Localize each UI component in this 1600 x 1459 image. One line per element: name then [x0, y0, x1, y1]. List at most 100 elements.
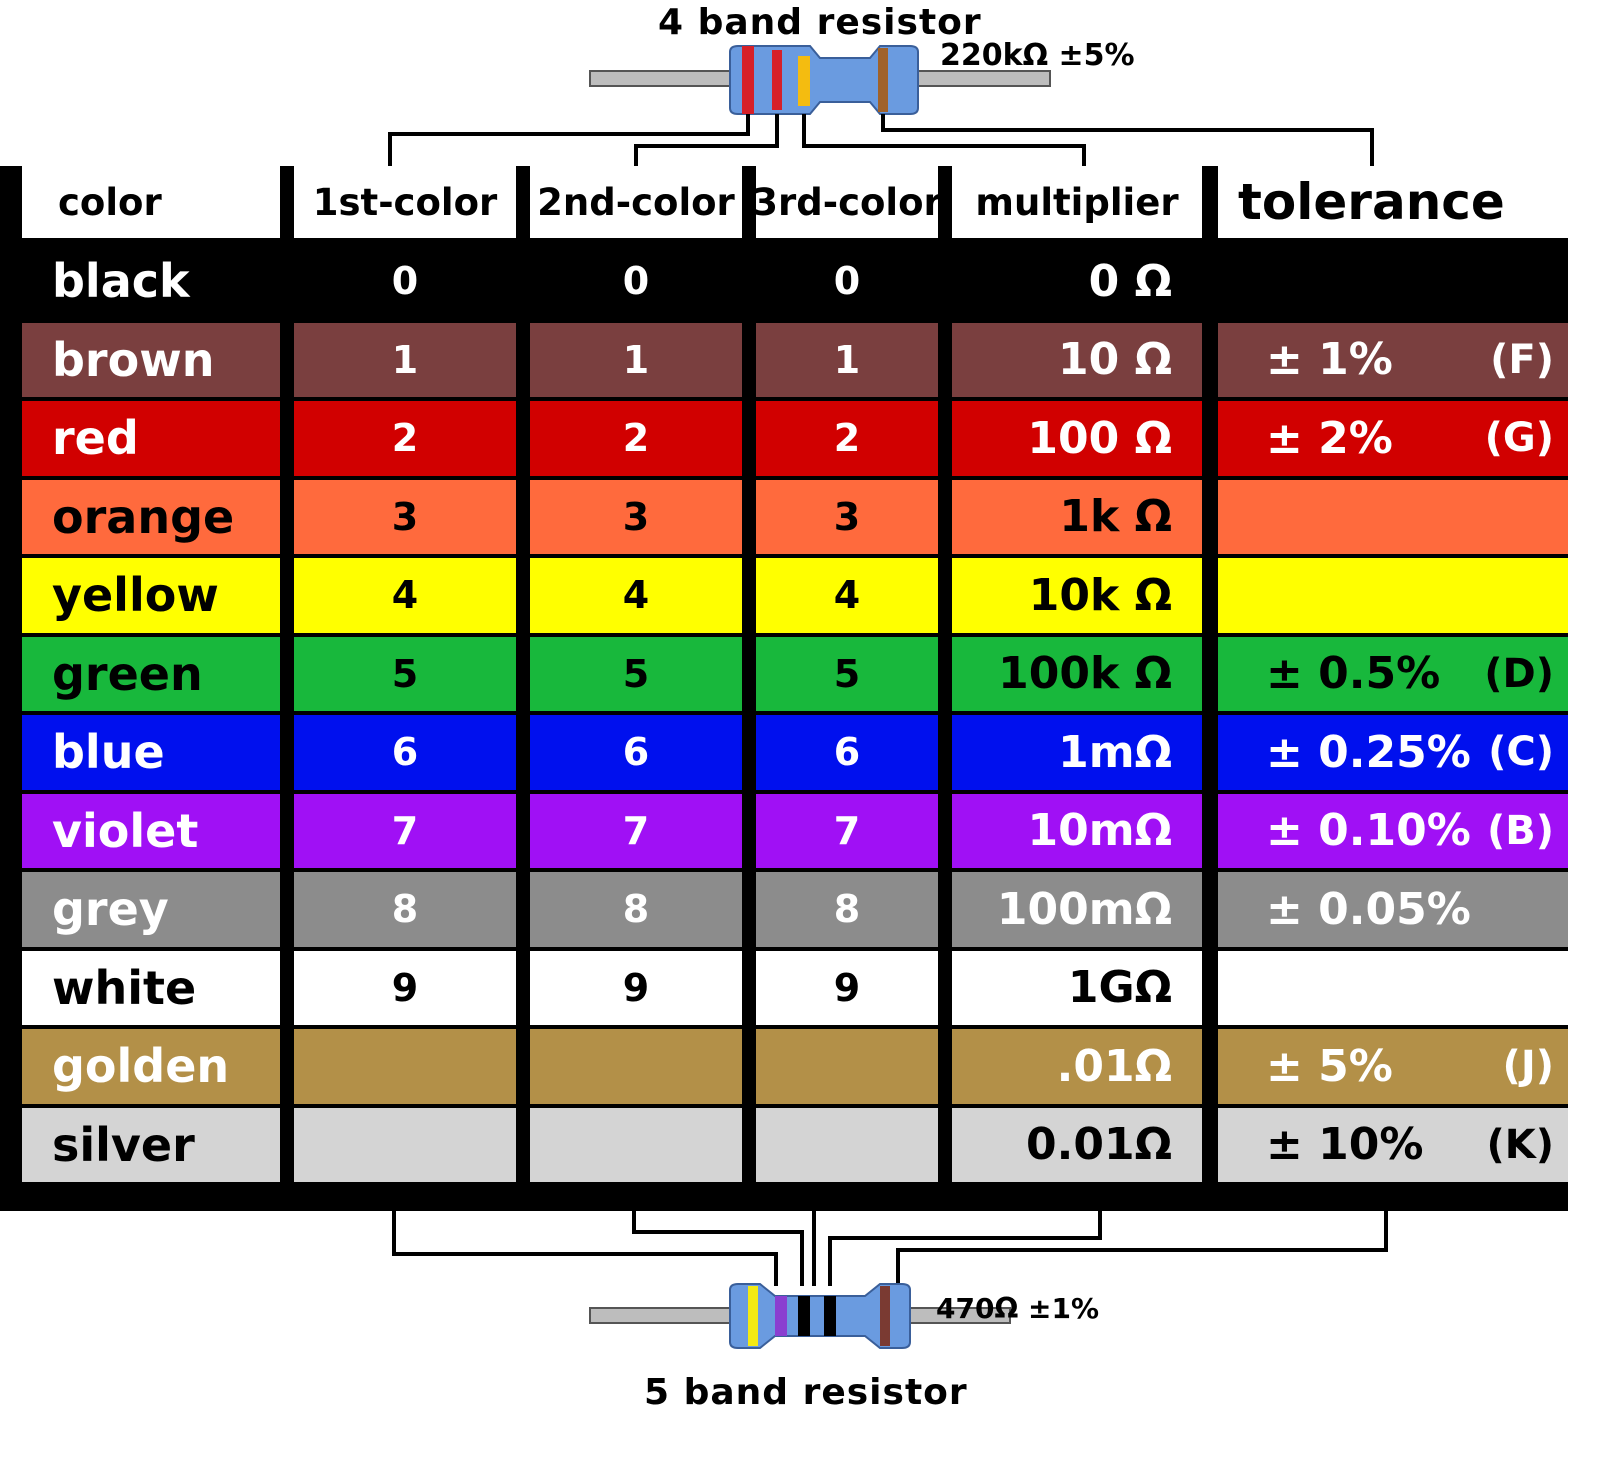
band-1	[742, 46, 754, 114]
tolerance-silver: ± 10% (K)	[1218, 1107, 1568, 1182]
tolerance-code: (B)	[1486, 807, 1554, 854]
tolerance-white	[1218, 950, 1568, 1025]
tolerance-orange	[1218, 479, 1568, 554]
first-digit-orange: 3	[294, 479, 516, 554]
first-digit-golden	[294, 1029, 516, 1104]
first-digit-white: 9	[294, 950, 516, 1025]
third-digit-golden	[756, 1029, 938, 1104]
band-2	[775, 1296, 787, 1336]
third-digit-yellow: 4	[756, 558, 938, 633]
five-band-resistor-value: 470Ω ±1%	[936, 1292, 1099, 1325]
third-digit-black: 0	[756, 244, 938, 319]
four-band-resistor-title: 4 band resistor	[658, 2, 982, 43]
tolerance-blue: ± 0.25% (C)	[1218, 715, 1568, 790]
first-digit-violet: 7	[294, 793, 516, 868]
third-digit-orange: 3	[756, 479, 938, 554]
bottom-connector-lines	[392, 1208, 1388, 1286]
multiplier-silver: 0.01Ω	[952, 1107, 1202, 1182]
second-digit-brown: 1	[530, 322, 742, 397]
tolerance-value: ± 1%	[1266, 334, 1393, 386]
tolerance-value: ± 0.10%	[1266, 805, 1471, 857]
second-digit-red: 2	[530, 401, 742, 476]
tolerance-value: ± 0.25%	[1266, 726, 1471, 778]
band-1	[748, 1286, 758, 1346]
multiplier-white: 1GΩ	[952, 950, 1202, 1025]
multiplier-orange: 1k Ω	[952, 479, 1202, 554]
color-name-violet: violet	[22, 793, 280, 868]
color-name-blue: blue	[22, 715, 280, 790]
tolerance-value: ± 0.5%	[1266, 648, 1441, 700]
color-name-brown: brown	[22, 322, 280, 397]
multiplier-blue: 1mΩ	[952, 715, 1202, 790]
tolerance-code: (C)	[1488, 729, 1554, 776]
header-tolerance: tolerance	[1218, 166, 1568, 238]
five-band-stripes	[748, 1286, 890, 1346]
four-band-resistor-value: 220kΩ ±5%	[940, 38, 1135, 73]
first-digit-grey: 8	[294, 872, 516, 947]
third-digit-green: 5	[756, 636, 938, 711]
band-2	[772, 50, 782, 110]
band-3	[798, 56, 810, 106]
first-digit-red: 2	[294, 401, 516, 476]
tolerance-green: ± 0.5% (D)	[1218, 636, 1568, 711]
first-digit-yellow: 4	[294, 558, 516, 633]
tolerance-code: (F)	[1490, 336, 1554, 383]
band-4	[878, 48, 888, 112]
first-digit-green: 5	[294, 636, 516, 711]
second-digit-grey: 8	[530, 872, 742, 947]
header-1st-color: 1st-color	[294, 166, 516, 238]
tolerance-value: ± 2%	[1266, 412, 1393, 464]
second-digit-white: 9	[530, 950, 742, 1025]
color-name-silver: silver	[22, 1107, 280, 1182]
third-digit-violet: 7	[756, 793, 938, 868]
first-digit-blue: 6	[294, 715, 516, 790]
second-digit-blue: 6	[530, 715, 742, 790]
third-digit-silver	[756, 1107, 938, 1182]
color-name-yellow: yellow	[22, 558, 280, 633]
tolerance-brown: ± 1% (F)	[1218, 322, 1568, 397]
header-color: color	[22, 166, 280, 238]
four-band-stripes	[742, 46, 888, 114]
third-digit-white: 9	[756, 950, 938, 1025]
header-multiplier: multiplier	[952, 166, 1202, 238]
tolerance-yellow	[1218, 558, 1568, 633]
multiplier-red: 100 Ω	[952, 401, 1202, 476]
header-2nd-color: 2nd-color	[530, 166, 742, 238]
color-name-green: green	[22, 636, 280, 711]
second-digit-golden	[530, 1029, 742, 1104]
tolerance-violet: ± 0.10% (B)	[1218, 793, 1568, 868]
multiplier-yellow: 10k Ω	[952, 558, 1202, 633]
tolerance-value: ± 0.05%	[1266, 883, 1471, 935]
second-digit-yellow: 4	[530, 558, 742, 633]
top-connector-lines	[388, 114, 1374, 166]
tolerance-code: (K)	[1486, 1121, 1554, 1168]
multiplier-violet: 10mΩ	[952, 793, 1202, 868]
second-digit-green: 5	[530, 636, 742, 711]
five-band-resistor-title: 5 band resistor	[644, 1372, 968, 1413]
tolerance-value: ± 10%	[1266, 1119, 1424, 1171]
header-3rd-color: 3rd-color	[752, 166, 942, 238]
first-digit-black: 0	[294, 244, 516, 319]
second-digit-black: 0	[530, 244, 742, 319]
color-name-grey: grey	[22, 872, 280, 947]
multiplier-brown: 10 Ω	[952, 322, 1202, 397]
tolerance-black	[1218, 244, 1568, 319]
tolerance-code: (D)	[1484, 650, 1554, 697]
color-name-red: red	[22, 401, 280, 476]
first-digit-brown: 1	[294, 322, 516, 397]
second-digit-orange: 3	[530, 479, 742, 554]
multiplier-green: 100k Ω	[952, 636, 1202, 711]
color-name-orange: orange	[22, 479, 280, 554]
third-digit-brown: 1	[756, 322, 938, 397]
color-name-black: black	[22, 244, 280, 319]
tolerance-code: (G)	[1484, 415, 1554, 462]
color-name-white: white	[22, 950, 280, 1025]
tolerance-code: (J)	[1502, 1043, 1554, 1090]
second-digit-silver	[530, 1107, 742, 1182]
band-5	[880, 1286, 890, 1346]
tolerance-value: ± 5%	[1266, 1040, 1393, 1092]
band-4	[824, 1296, 836, 1336]
third-digit-blue: 6	[756, 715, 938, 790]
multiplier-golden: .01Ω	[952, 1029, 1202, 1104]
